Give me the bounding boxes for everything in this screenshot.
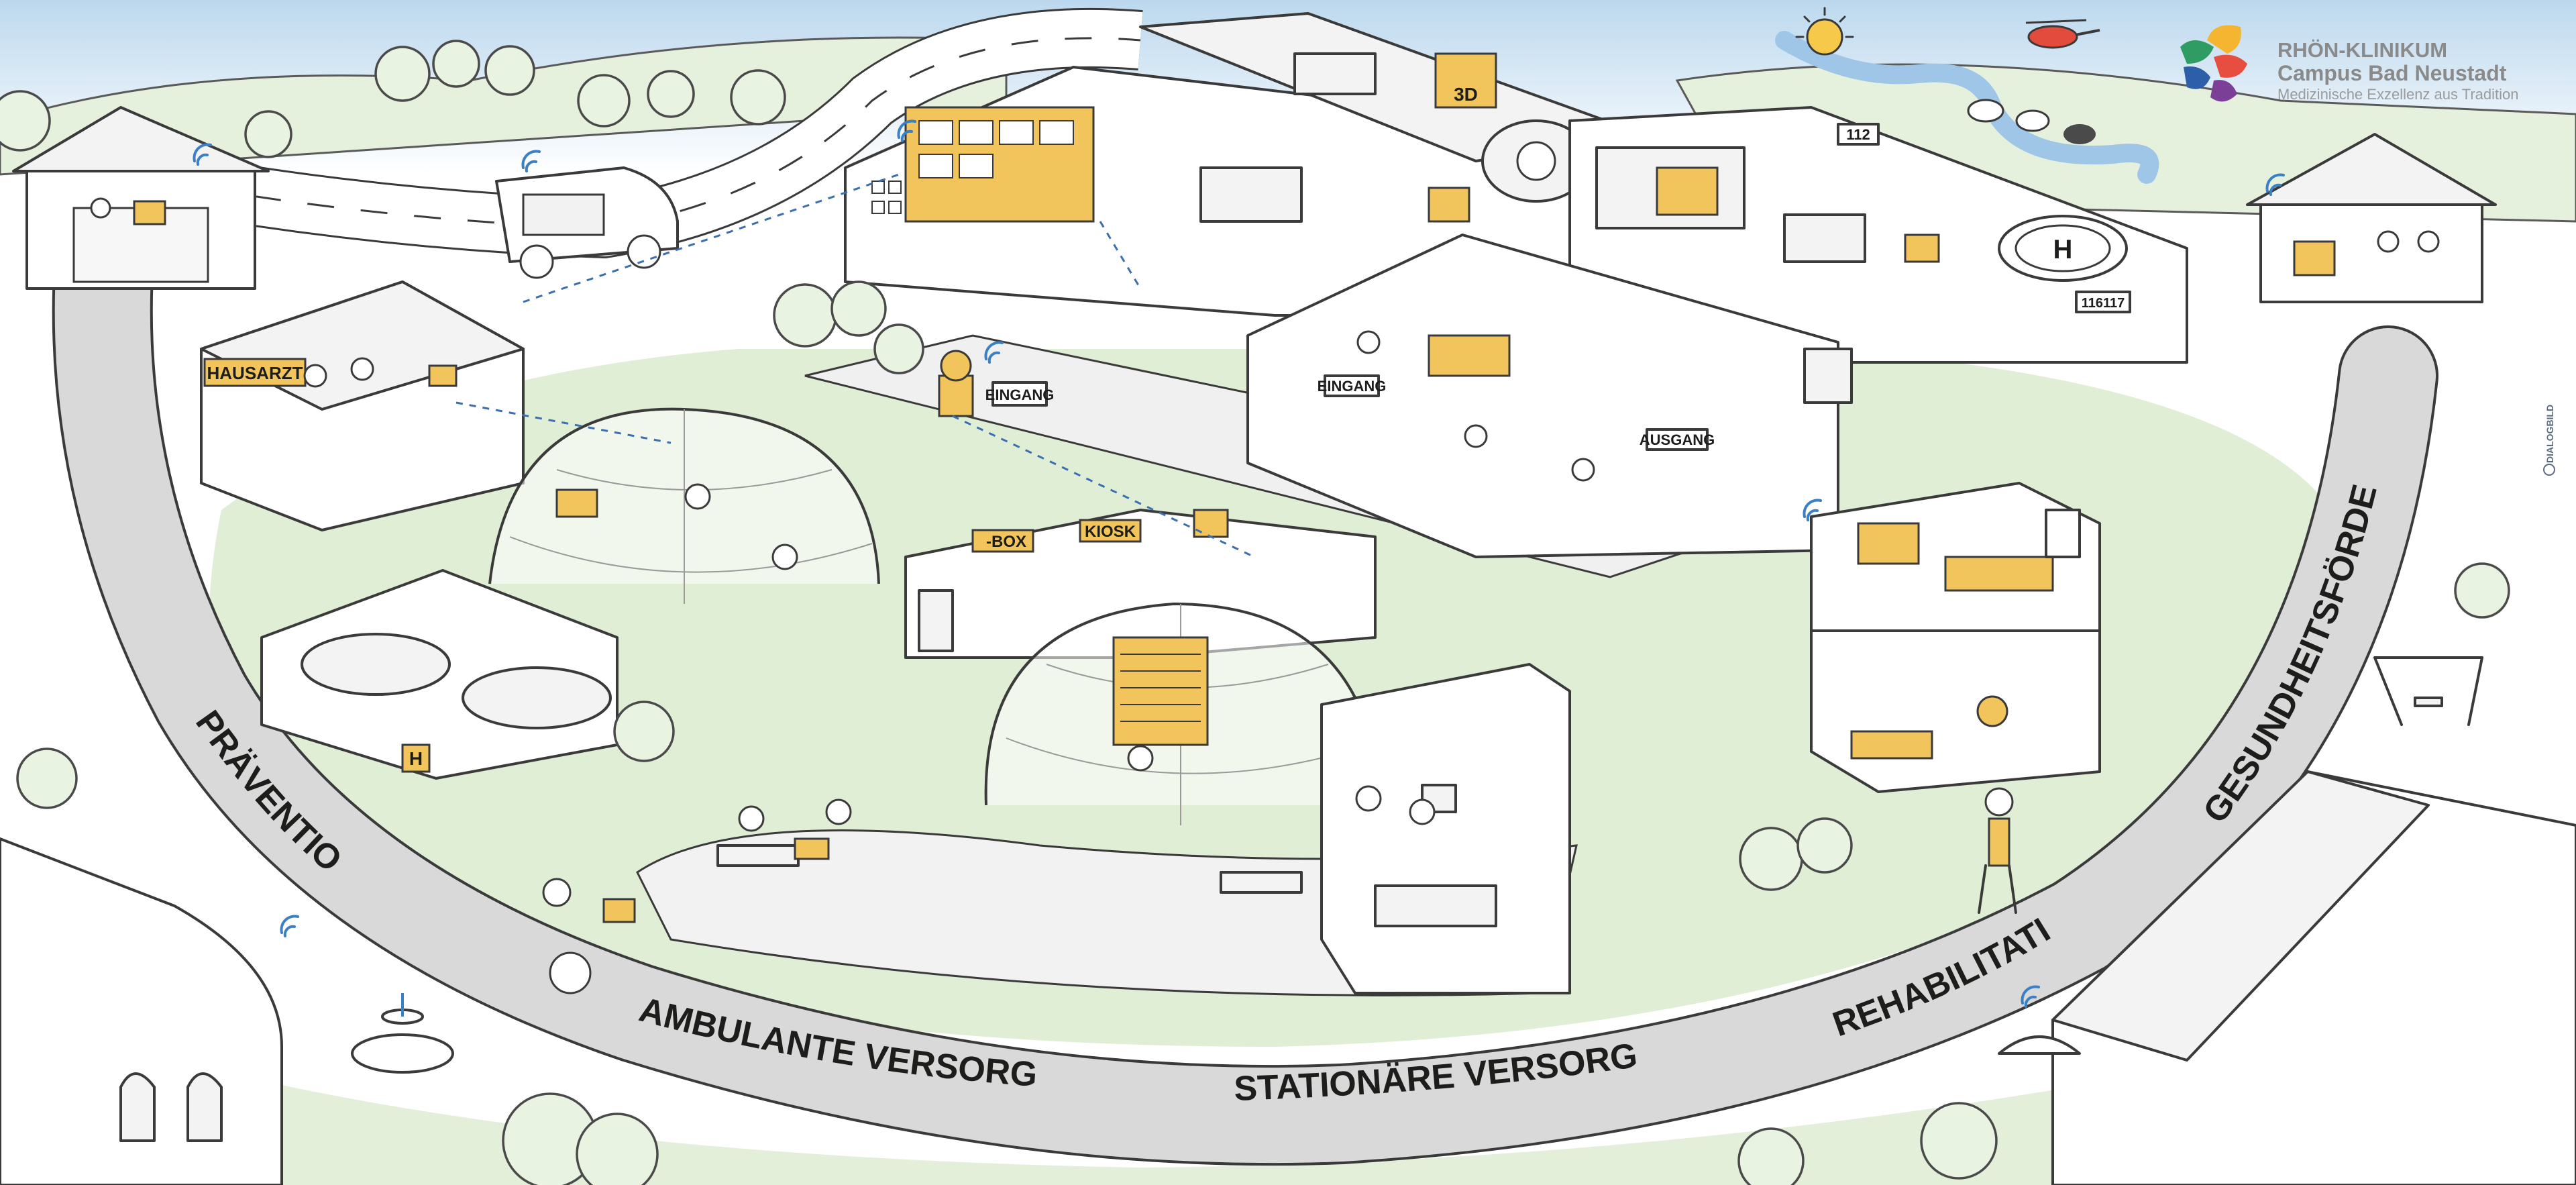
cafe-dome (488, 407, 880, 604)
wheelchair-patient (542, 878, 636, 994)
svg-text:EINGANG: EINGANG (985, 387, 1055, 403)
svg-text:DIALOGBILD: DIALOGBILD (2544, 405, 2555, 463)
care-ring-road (52, 7, 2438, 1166)
reception-building: EINGANG AUSGANG (1246, 234, 1853, 558)
plaza-bench-group (716, 798, 1303, 894)
logo-campus: Campus Bad Neustadt (2277, 61, 2507, 85)
svg-text:H: H (2053, 235, 2073, 264)
heliport-icon: H (1998, 215, 2128, 282)
svg-text:116117: 116117 (2082, 296, 2125, 311)
monitor-3d (1434, 52, 1497, 109)
exoskeleton-patient (1978, 787, 2017, 914)
robot-eingang-sign (991, 381, 1048, 407)
svg-text:H: H (409, 748, 423, 769)
logo-mark (2180, 25, 2247, 102)
campus-trees (16, 280, 1998, 1185)
room-116117-sign (2075, 291, 2131, 313)
background-trees (0, 40, 786, 158)
info-board (1112, 636, 1209, 746)
svg-text:112: 112 (1846, 126, 1870, 143)
kiosk-sign (1079, 519, 1142, 543)
center-dome (984, 602, 1383, 825)
wifi-icon (193, 119, 2285, 1008)
logo-tagline: Medizinische Exzellenz aus Tradition (2277, 86, 2519, 103)
surgery-emergency-wing: 112 116117 (1568, 106, 2188, 364)
sheep-herd (1967, 99, 2096, 144)
robot-guide: EINGANG (938, 350, 1055, 417)
rehabilitation-center (1810, 482, 2101, 793)
sun-icon (1795, 7, 1854, 56)
family-home-house (2246, 133, 2497, 303)
playground (2373, 562, 2510, 726)
box-sign (971, 529, 1034, 553)
ambulance (495, 166, 679, 279)
ausgang-sign (1646, 428, 1709, 451)
bottom-left-building (0, 837, 283, 1185)
svg-text:AUSGANG: AUSGANG (1640, 431, 1715, 448)
svg-text:EINGANG: EINGANG (1318, 378, 1387, 395)
svg-text:-BOX: -BOX (986, 533, 1026, 551)
apartment-tower (1998, 770, 2576, 1185)
svg-text:HAUSARZT: HAUSARZT (207, 363, 303, 383)
hausarzt-practice: HAUSARZT (200, 280, 525, 531)
rhoen-klinikum-logo: RHÖN-KLINIKUM Campus Bad Neustadt Medizi… (2180, 25, 2519, 103)
fountain-icon (351, 993, 454, 1074)
parking-sign (401, 743, 431, 773)
hausarzt-sign (203, 358, 307, 387)
illustrator-credit: DIALOGBILD (2543, 405, 2555, 476)
eingang-sign (1324, 374, 1380, 397)
room-112-sign (1837, 123, 1880, 146)
consultation-room (1320, 663, 1571, 994)
helicopter-icon (2025, 19, 2100, 49)
logo-brand: RHÖN-KLINIKUM (2277, 38, 2447, 62)
svg-text:3D: 3D (1454, 84, 1478, 105)
svg-text:KIOSK: KIOSK (1085, 523, 1136, 541)
network-links (455, 173, 1255, 558)
